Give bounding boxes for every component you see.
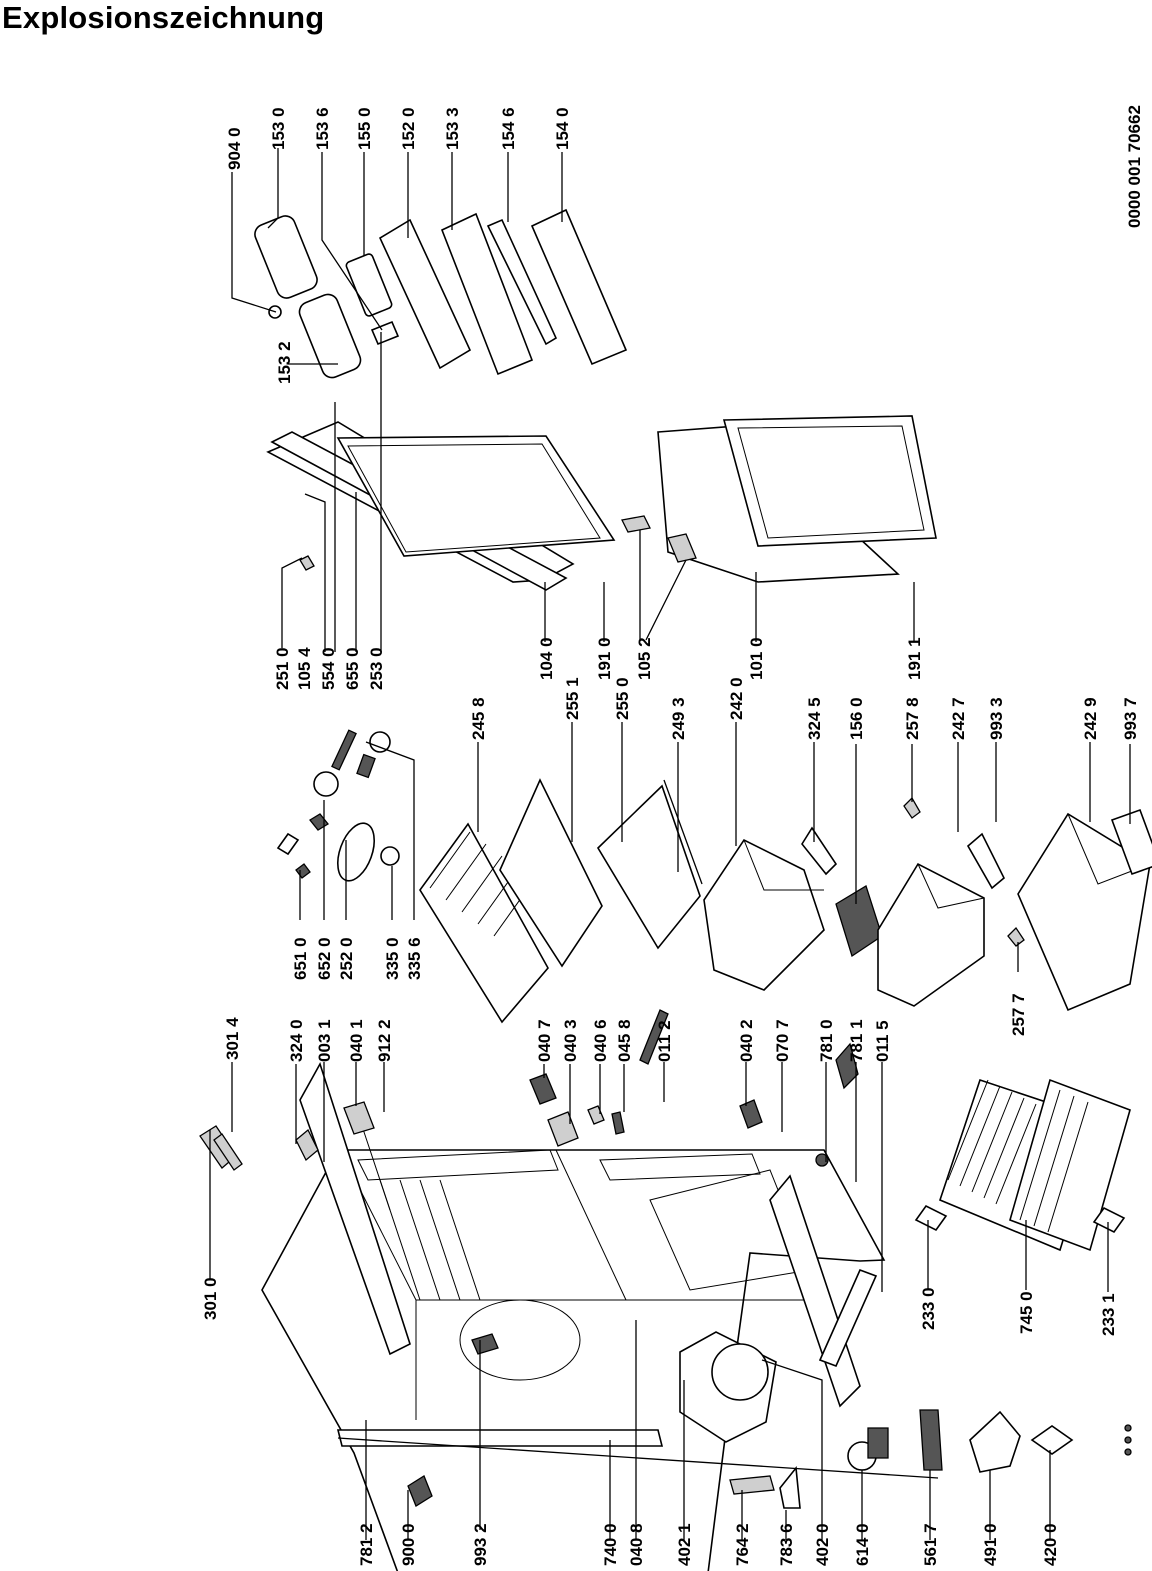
label-045-8: 045 8 [615, 1019, 634, 1062]
label-257-8: 257 8 [903, 697, 922, 740]
label-255-0: 255 0 [613, 677, 632, 720]
label-912-2: 912 2 [375, 1019, 394, 1062]
label-651-0: 651 0 [291, 937, 310, 980]
compressor-parts [679, 1331, 1132, 1509]
label-301-0: 301 0 [201, 1277, 220, 1320]
label-153-3: 153 3 [443, 107, 462, 150]
label-614-0: 614 0 [853, 1523, 872, 1566]
small-parts [199, 1073, 829, 1507]
part-labels: 904 0 153 0 153 6 155 0 152 0 153 3 154 … [201, 105, 1144, 1566]
label-242-0: 242 0 [727, 677, 746, 720]
label-154-0: 154 0 [553, 107, 572, 150]
label-233-1: 233 1 [1099, 1293, 1118, 1336]
label-040-1: 040 1 [347, 1019, 366, 1062]
label-155-0: 155 0 [355, 107, 374, 150]
label-156-0: 156 0 [847, 697, 866, 740]
leader-lines [209, 148, 1131, 1540]
label-040-2: 040 2 [737, 1019, 756, 1062]
lower-door [621, 415, 937, 583]
label-242-9: 242 9 [1081, 697, 1100, 740]
label-040-6: 040 6 [591, 1019, 610, 1062]
label-900-0: 900 0 [399, 1523, 418, 1566]
label-324-0: 324 0 [287, 1019, 306, 1062]
label-764-2: 764 2 [733, 1523, 752, 1566]
doc-number: 0000 001 70662 [1125, 105, 1144, 228]
label-191-1: 191 1 [905, 637, 924, 680]
label-251-0: 251 0 [273, 647, 292, 690]
label-740-0: 740 0 [601, 1523, 620, 1566]
label-993-3: 993 3 [987, 697, 1006, 740]
label-191-0: 191 0 [595, 637, 614, 680]
label-993-2: 993 2 [471, 1523, 490, 1566]
label-153-0: 153 0 [269, 107, 288, 150]
label-781-1: 781 1 [847, 1019, 866, 1062]
wire-shelves [914, 1078, 1131, 1252]
label-011-5: 011 5 [873, 1020, 892, 1062]
door-bottle-holders [254, 208, 628, 379]
label-324-5: 324 5 [805, 697, 824, 740]
label-252-0: 252 0 [337, 937, 356, 980]
label-301-4: 301 4 [223, 1017, 242, 1060]
page-title: Explosionszeichnung [2, 0, 325, 35]
label-257-7: 257 7 [1009, 993, 1028, 1036]
label-652-0: 652 0 [315, 937, 334, 980]
thermostat-parts [276, 729, 400, 882]
label-152-0: 152 0 [399, 107, 418, 150]
label-104-0: 104 0 [537, 637, 556, 680]
label-233-0: 233 0 [919, 1287, 938, 1330]
part-drawings [199, 208, 1152, 1571]
label-003-1: 003 1 [315, 1019, 334, 1062]
label-242-7: 242 7 [949, 697, 968, 740]
label-070-7: 070 7 [773, 1019, 792, 1062]
label-745-0: 745 0 [1017, 1291, 1036, 1334]
label-783-6: 783 6 [777, 1523, 796, 1566]
label-011-2: 011 2 [655, 1020, 674, 1062]
label-554-0: 554 0 [319, 647, 338, 690]
label-249-3: 249 3 [669, 697, 688, 740]
label-153-6: 153 6 [313, 107, 332, 150]
label-781-0: 781 0 [817, 1019, 836, 1062]
label-335-0: 335 0 [383, 937, 402, 980]
label-105-4: 105 4 [295, 647, 314, 690]
label-781-2: 781 2 [357, 1523, 376, 1566]
label-105-2: 105 2 [635, 637, 654, 680]
label-904-0: 904 0 [225, 127, 244, 170]
label-655-0: 655 0 [343, 647, 362, 690]
label-255-1: 255 1 [563, 677, 582, 720]
label-561-7: 561 7 [921, 1523, 940, 1566]
label-402-1: 402 1 [675, 1523, 694, 1566]
label-040-8: 040 8 [627, 1523, 646, 1566]
label-101-0: 101 0 [747, 637, 766, 680]
label-402-0: 402 0 [813, 1523, 832, 1566]
upper-door [266, 421, 616, 591]
drawers [703, 796, 1152, 1012]
label-335-6: 335 6 [405, 937, 424, 980]
label-040-3: 040 3 [561, 1019, 580, 1062]
label-245-8: 245 8 [469, 697, 488, 740]
shelves [419, 778, 703, 1024]
label-993-7: 993 7 [1121, 697, 1140, 740]
cabinet-body [261, 1009, 939, 1571]
label-253-0: 253 0 [367, 647, 386, 690]
label-491-0: 491 0 [981, 1523, 1000, 1566]
label-420-0: 420 0 [1041, 1523, 1060, 1566]
label-154-6: 154 6 [499, 107, 518, 150]
label-040-7: 040 7 [535, 1019, 554, 1062]
label-153-2: 153 2 [275, 341, 294, 384]
